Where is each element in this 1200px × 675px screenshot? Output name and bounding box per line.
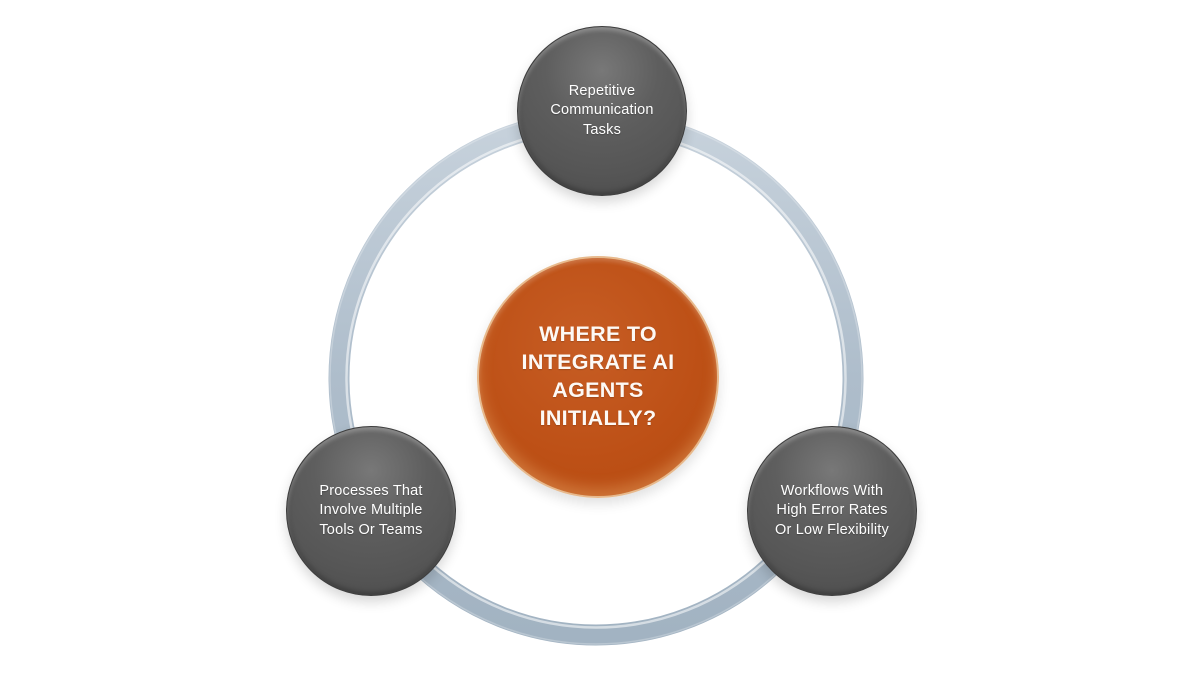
node-processes-multiple-tools-teams: Processes That Involve Multiple Tools Or… — [286, 426, 456, 596]
node-label: Workflows With High Error Rates Or Low F… — [775, 483, 889, 538]
node-repetitive-communication-tasks: Repetitive Communication Tasks — [517, 26, 687, 196]
center-node-where-to-integrate-ai: WHERE TO INTEGRATE AI AGENTS INITIALLY? — [477, 256, 719, 498]
node-label: Processes That Involve Multiple Tools Or… — [319, 483, 423, 538]
node-workflows-error-rates-flexibility: Workflows With High Error Rates Or Low F… — [747, 426, 917, 596]
center-node-label: WHERE TO INTEGRATE AI AGENTS INITIALLY? — [521, 322, 675, 430]
node-label: Repetitive Communication Tasks — [550, 83, 654, 138]
